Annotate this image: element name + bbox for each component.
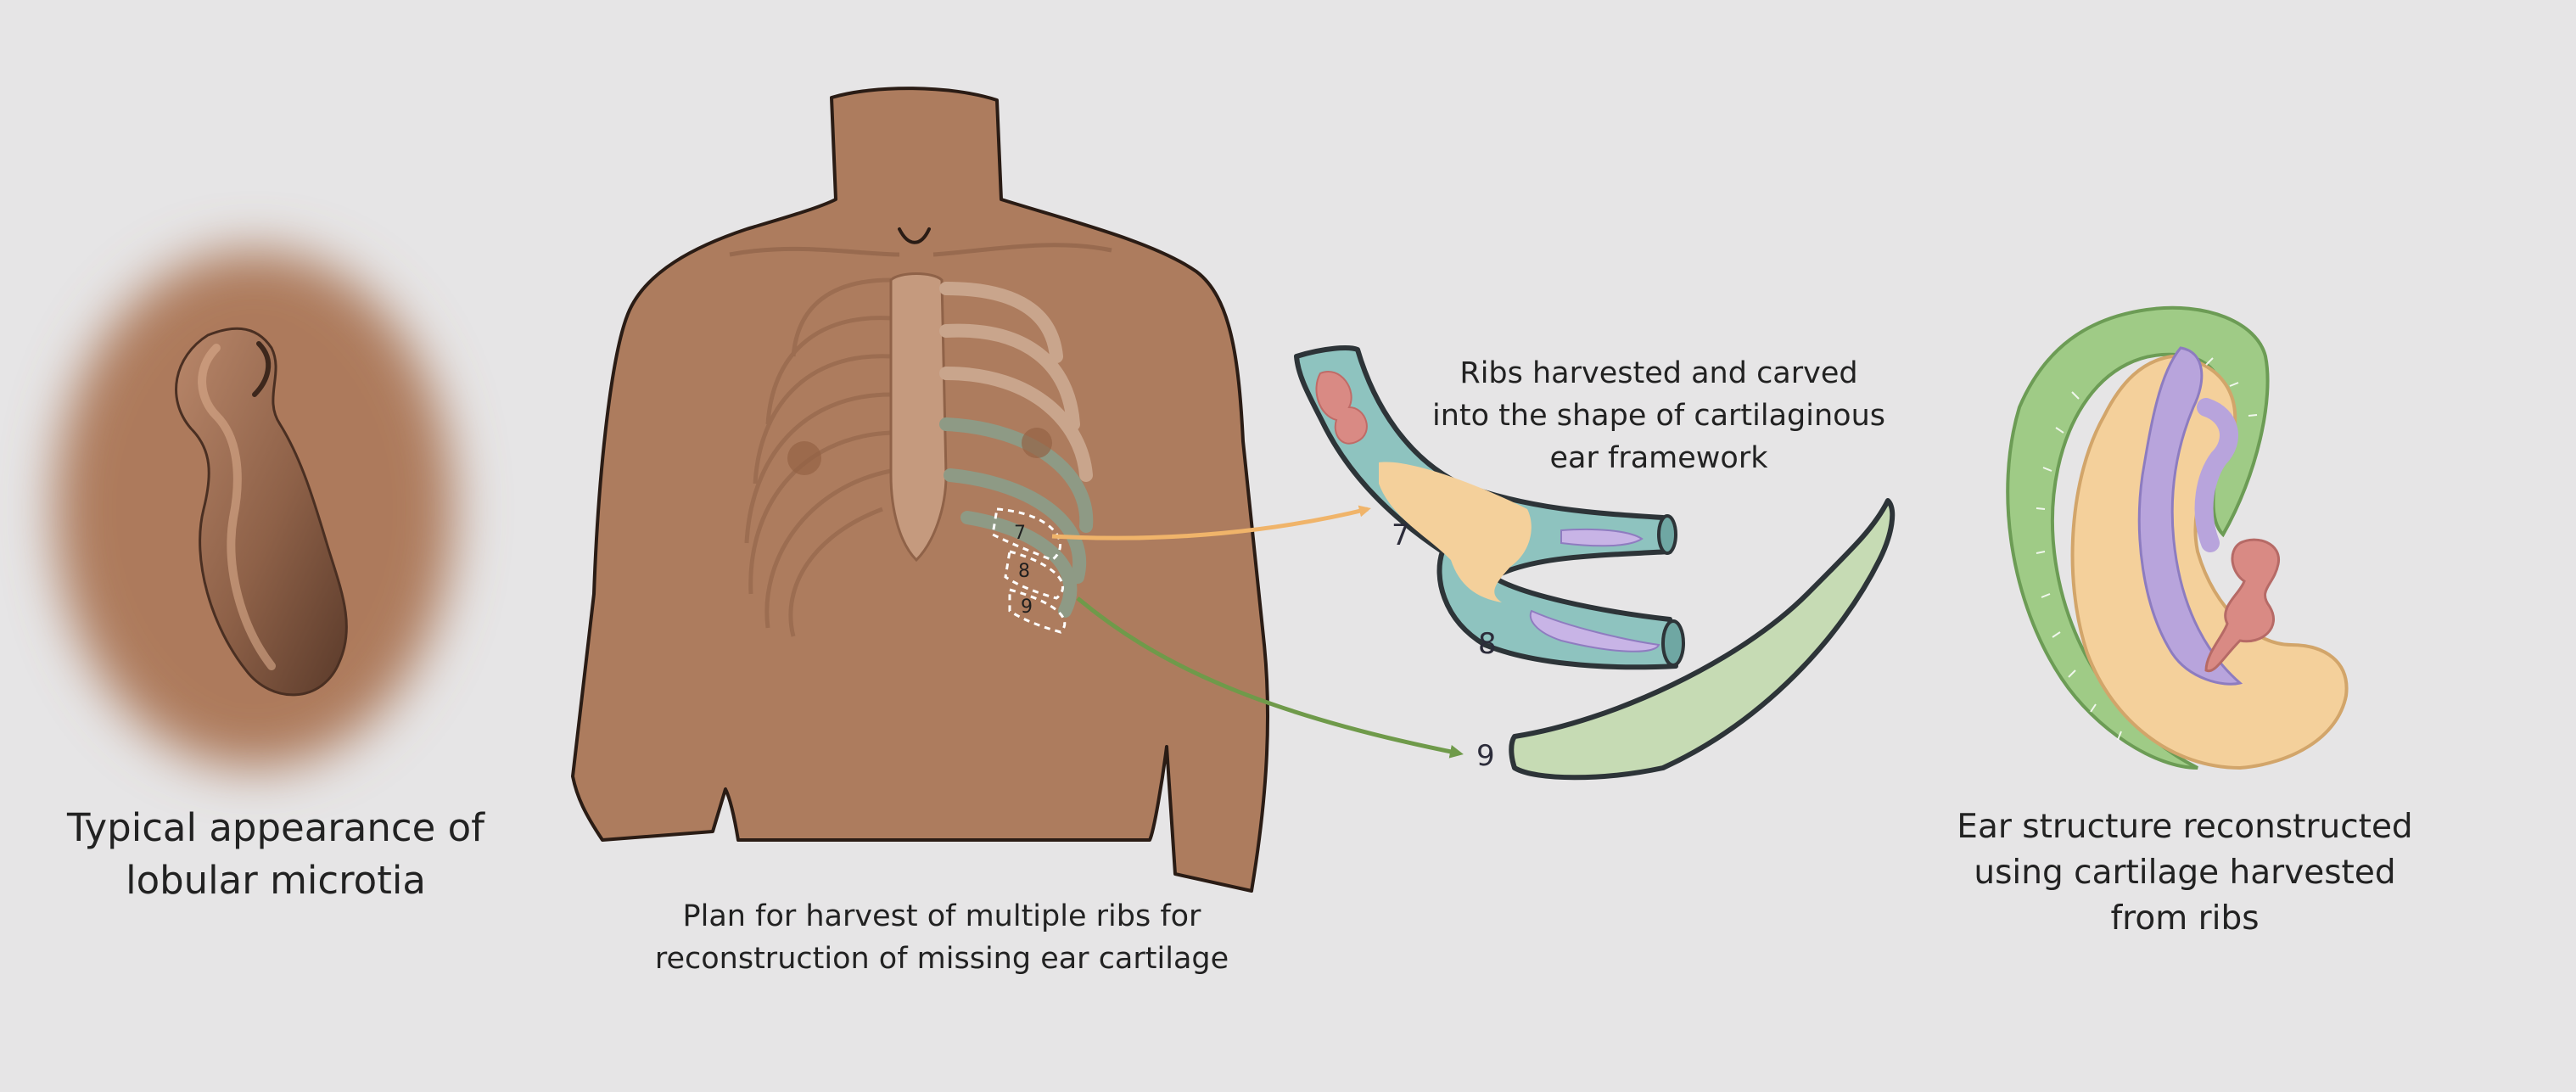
rib-label-7: 7 bbox=[1392, 518, 1410, 552]
caption-microtia-line-2: lobular microtia bbox=[126, 858, 426, 903]
caption-carved-line-2: into the shape of cartilaginous bbox=[1432, 399, 1885, 433]
torso-illustration: 7 8 9 bbox=[571, 87, 1270, 893]
caption-ear-line-2: using cartilage harvested bbox=[1974, 854, 2396, 892]
caption-ear-line-3: from ribs bbox=[2110, 899, 2260, 938]
torso-rib-7-mark: 7 bbox=[1014, 523, 1026, 544]
caption-carved-line-3: ear framework bbox=[1549, 441, 1768, 475]
ear-framework-illustration bbox=[2006, 305, 2349, 770]
caption-carved-line-1: Ribs harvested and carved bbox=[1459, 356, 1858, 390]
rib-label-8: 8 bbox=[1478, 627, 1497, 661]
torso-rib-8-mark: 8 bbox=[1018, 561, 1030, 582]
caption-harvest-plan: Plan for harvest of multiple ribs for re… bbox=[611, 895, 1273, 980]
caption-ear-reconstructed: Ear structure reconstructed using cartil… bbox=[1935, 804, 2435, 942]
arrow-to-rib-7-8 bbox=[1051, 505, 1371, 540]
caption-plan-line-1: Plan for harvest of multiple ribs for bbox=[682, 899, 1201, 933]
caption-microtia: Typical appearance of lobular microtia bbox=[34, 802, 518, 907]
torso-rib-9-mark: 9 bbox=[1021, 596, 1033, 618]
carved-rib-7-8 bbox=[1294, 345, 1685, 670]
microtia-illustration bbox=[55, 250, 454, 768]
rib-label-9: 9 bbox=[1476, 739, 1495, 773]
arrow-to-rib-9 bbox=[1076, 596, 1464, 759]
caption-carved-ribs: Ribs harvested and carved into the shape… bbox=[1413, 352, 1905, 479]
caption-plan-line-2: reconstruction of missing ear cartilage bbox=[654, 942, 1229, 976]
caption-ear-line-1: Ear structure reconstructed bbox=[1957, 808, 2413, 846]
carved-rib-9 bbox=[1509, 498, 1896, 781]
caption-microtia-line-1: Typical appearance of bbox=[67, 805, 484, 850]
